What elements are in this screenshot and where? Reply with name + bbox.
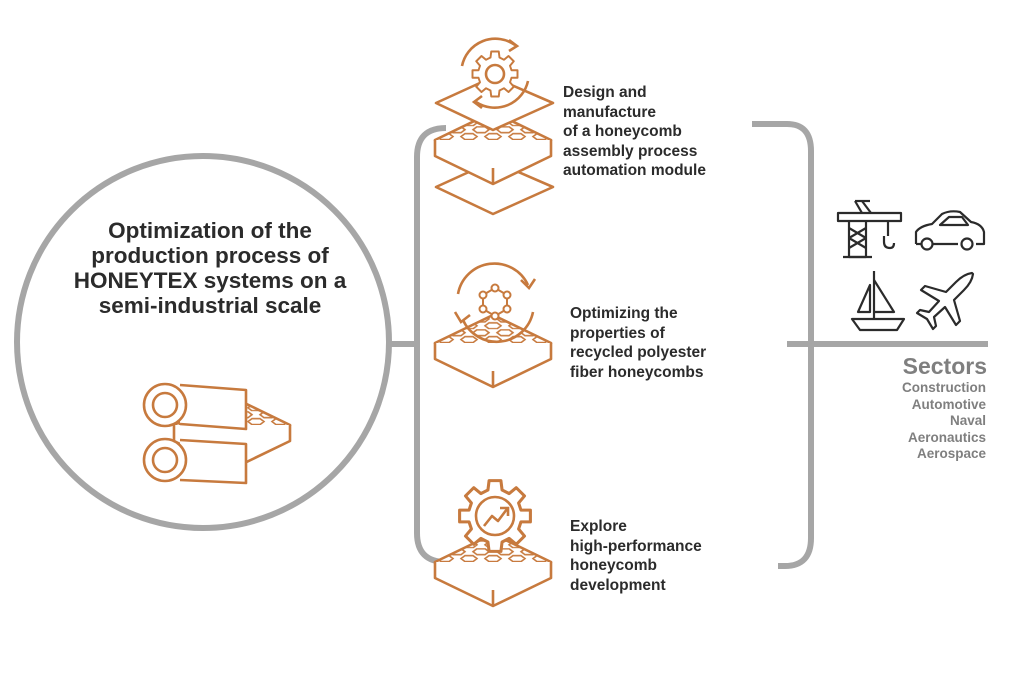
objective-1-text: Design and manufacture of a honeycomb as… — [563, 84, 706, 179]
sector-item: Construction — [902, 380, 986, 395]
sector-list: Construction Automotive Naval Aeronautic… — [902, 380, 986, 463]
objective-2-text: Optimizing the properties of recycled po… — [570, 305, 707, 381]
gear-growth-honeycomb-icon — [433, 479, 553, 608]
crane-icon — [836, 199, 903, 259]
molecule-cycle-honeycomb-icon — [433, 262, 553, 389]
sector-item: Naval — [949, 413, 986, 428]
main-title: Optimization of the production process o… — [73, 218, 347, 318]
sector-item: Aeronautics — [907, 429, 986, 445]
car-icon — [914, 210, 986, 251]
sectors-title: Sectors — [902, 353, 987, 379]
roller-production-icon — [142, 382, 292, 485]
sector-item: Aerospace — [916, 446, 986, 461]
left-bracket — [414, 125, 447, 565]
gear-cycle-layers-icon — [433, 37, 555, 216]
airplane-icon — [915, 271, 975, 331]
objective-3-text: Explore high-performance honeycomb devel… — [570, 518, 702, 594]
sailboat-icon — [850, 271, 906, 332]
sector-item: Automotive — [911, 396, 986, 412]
main-circle — [14, 153, 392, 531]
